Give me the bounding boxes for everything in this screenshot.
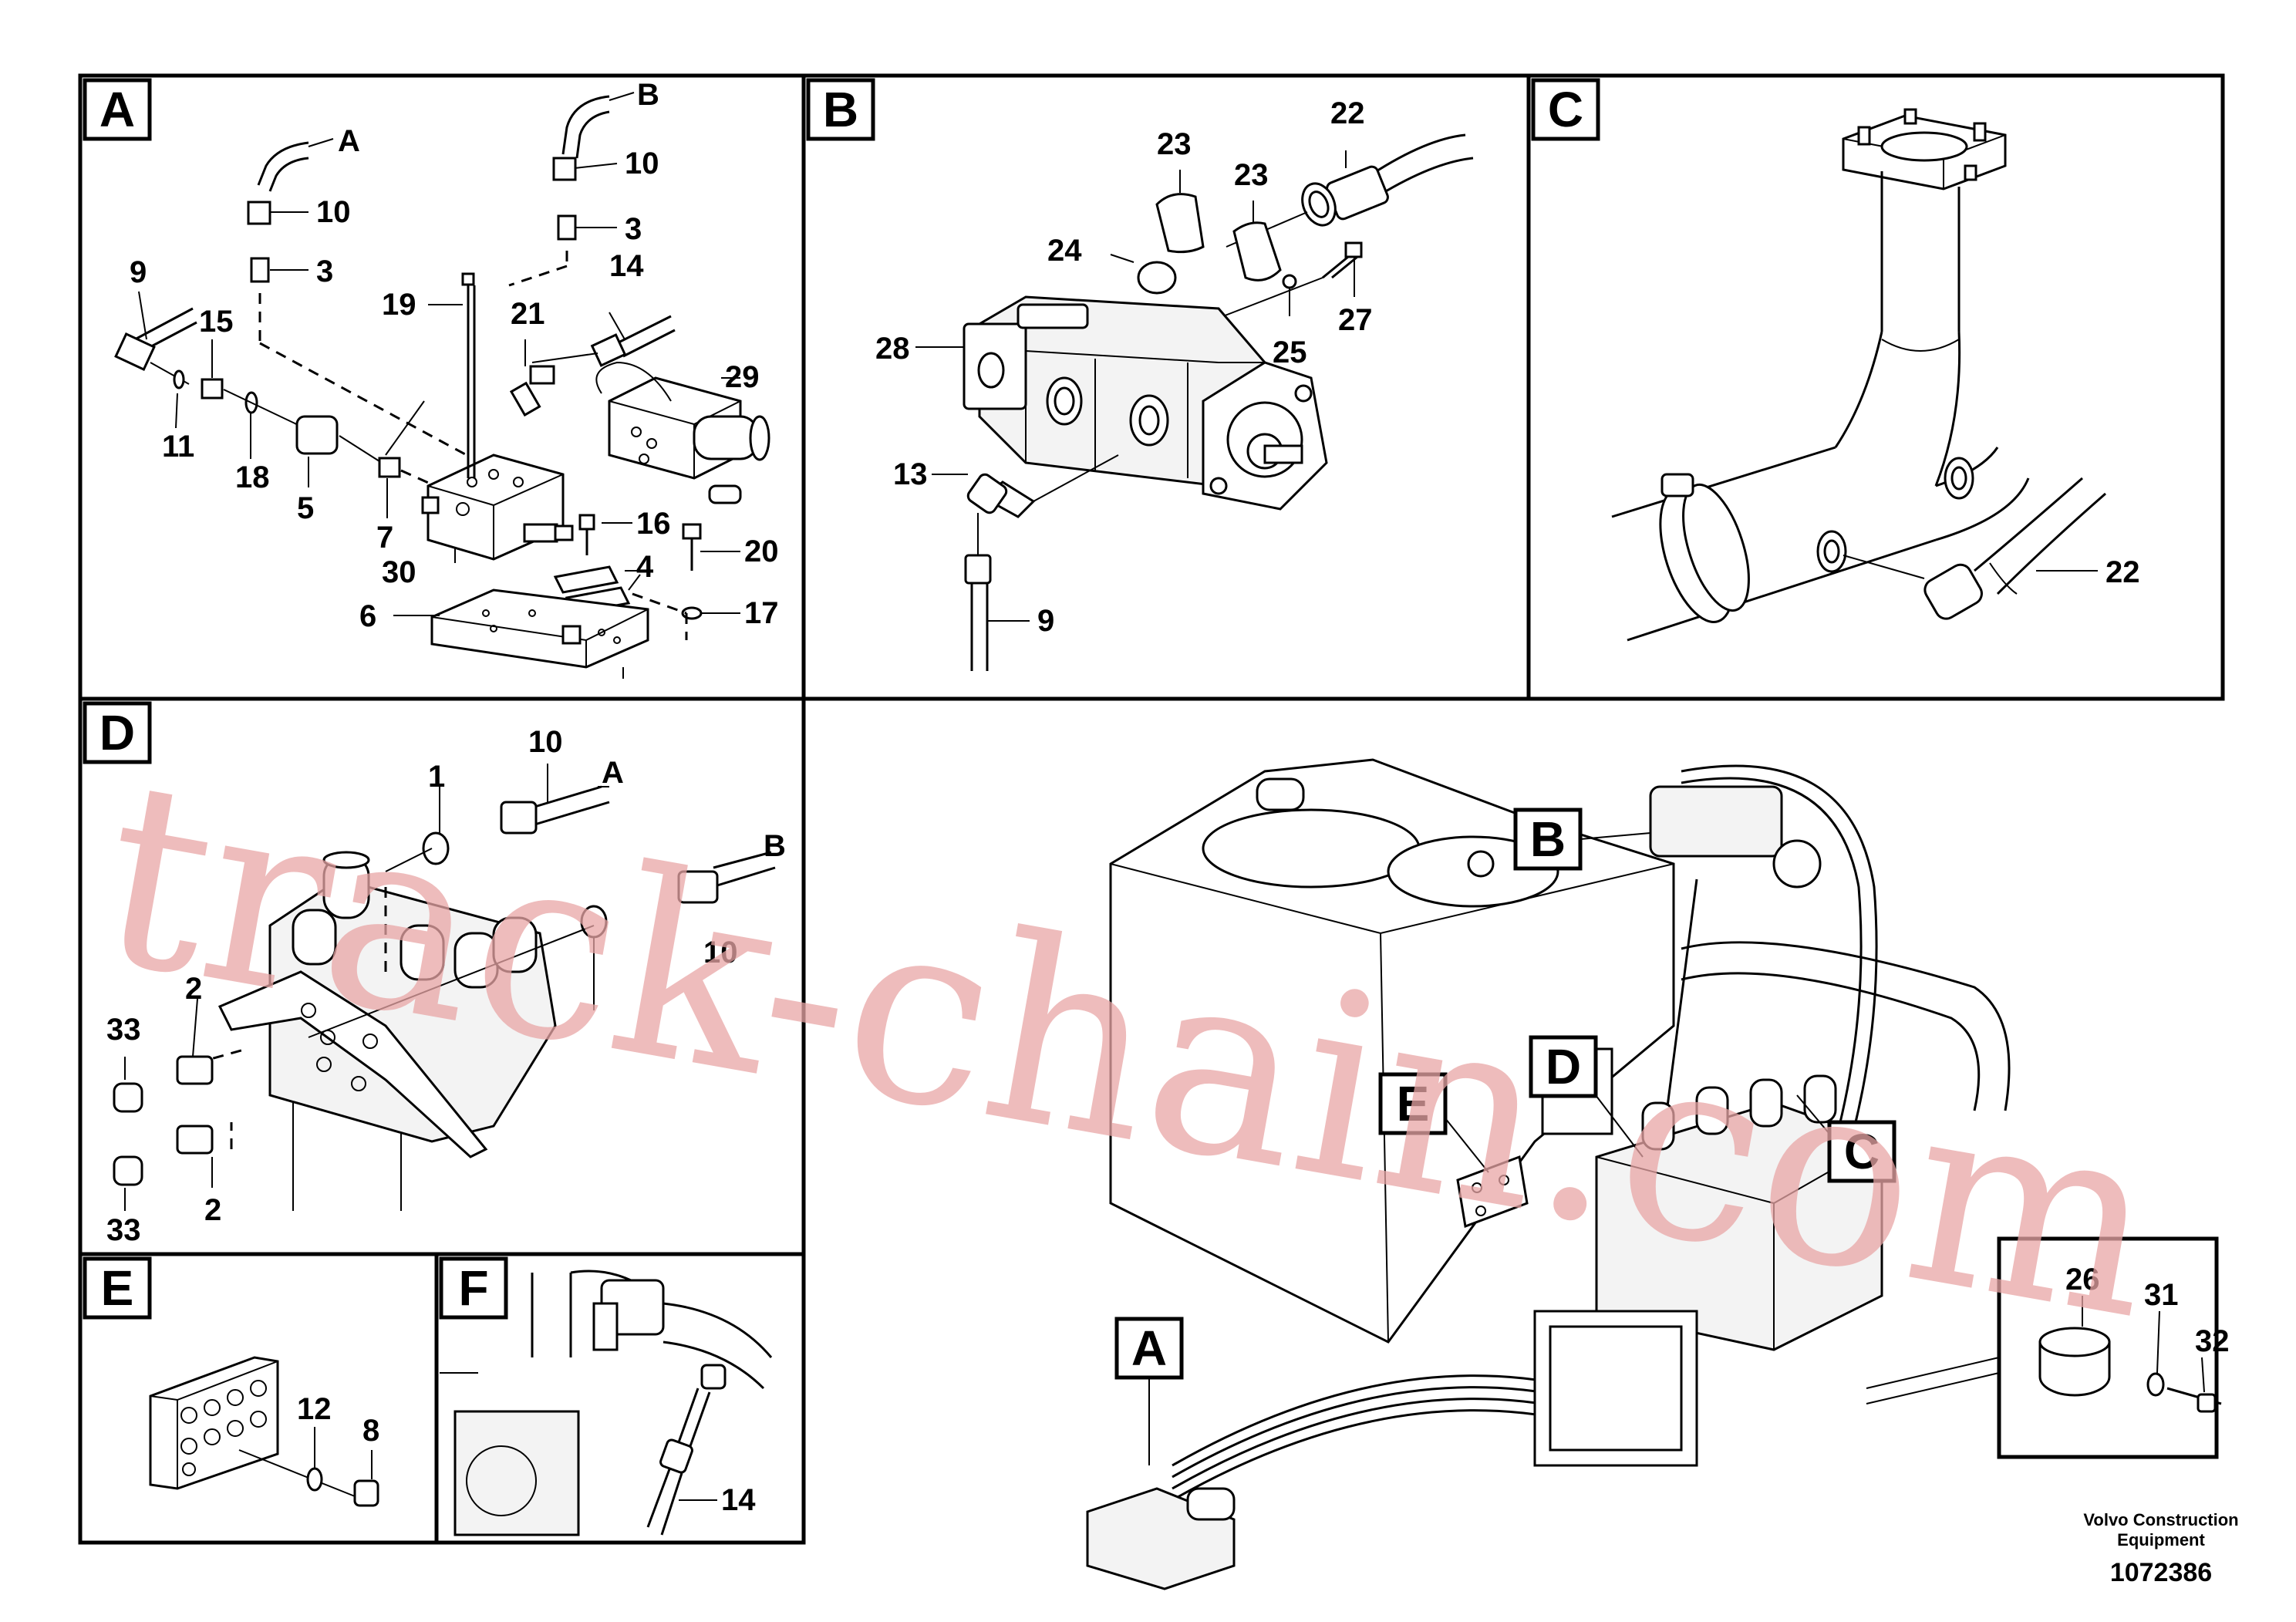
svg-text:A: A [99,82,135,137]
svg-text:C: C [1844,1124,1880,1179]
svg-text:B: B [823,82,858,137]
panel-d-labels: 10 1 10 2 33 2 33 [106,725,738,1247]
svg-text:26: 26 [2065,1263,2100,1297]
panel-e-letter: E [83,1256,152,1320]
svg-text:24: 24 [1047,234,1082,268]
svg-text:A: A [1131,1320,1167,1376]
svg-text:22: 22 [1330,96,1365,130]
svg-text:23: 23 [1157,127,1192,161]
panel-d-letter: D [83,701,152,764]
svg-text:1: 1 [428,760,445,794]
svg-text:2: 2 [185,972,202,1006]
panel-f-letter: F [439,1256,508,1320]
svg-text:14: 14 [609,249,644,283]
svg-text:10: 10 [703,936,738,969]
svg-text:8: 8 [362,1414,379,1448]
svg-text:9: 9 [130,255,147,289]
panel-b-drawing [915,133,1474,671]
svg-text:20: 20 [744,534,779,568]
svg-text:25: 25 [1273,336,1307,369]
panel-a-letter: A [83,78,152,141]
panel-e-drawing [149,1356,379,1507]
main-callout-e: E [1378,1072,1489,1173]
svg-text:C: C [1548,82,1583,137]
svg-text:E: E [1397,1076,1430,1131]
inset-detail: 26 31 32 [1866,1236,2230,1459]
panel-c-letter: C [1531,78,1600,141]
panel-c-labels: 22 [2106,555,2140,589]
company-name-line2: Equipment [2117,1530,2205,1549]
svg-text:13: 13 [893,457,928,491]
svg-text:16: 16 [636,507,671,541]
main-assembly-drawing [1086,758,2011,1590]
svg-text:6: 6 [359,599,376,633]
panel-c-drawing [1611,108,2106,642]
svg-text:29: 29 [725,360,760,394]
drawing-number: 1072386 [2110,1558,2212,1587]
svg-text:D: D [1546,1039,1581,1094]
svg-text:A: A [602,756,624,790]
svg-text:F: F [458,1260,488,1316]
panel-d-drawing: A B [113,756,786,1211]
footer-block: Volvo Construction Equipment 1072386 [2083,1510,2238,1587]
svg-text:11: 11 [162,430,194,464]
svg-text:18: 18 [235,460,270,494]
main-callout-b: B [1513,808,1651,871]
panel-f-labels: 14 [721,1483,756,1517]
svg-text:17: 17 [744,596,779,630]
svg-text:15: 15 [199,305,234,339]
panel-frames [78,73,2225,1545]
panel-b-labels: 23 22 23 24 27 25 28 13 9 [875,96,1373,638]
svg-text:33: 33 [106,1213,141,1247]
panel-a-labels: 10 3 10 3 9 15 11 18 5 7 19 21 14 29 16 … [130,147,779,633]
svg-text:19: 19 [382,288,416,322]
svg-text:A: A [338,124,360,158]
svg-text:9: 9 [1037,604,1054,638]
svg-text:B: B [1530,811,1566,867]
svg-text:27: 27 [1338,303,1373,337]
company-name-line1: Volvo Construction [2083,1510,2238,1529]
svg-text:33: 33 [106,1013,141,1047]
svg-text:30: 30 [382,555,416,589]
svg-text:14: 14 [721,1483,756,1517]
panel-e-labels: 12 8 [297,1392,379,1448]
svg-text:2: 2 [204,1193,221,1227]
svg-text:4: 4 [636,550,654,584]
svg-text:10: 10 [625,147,659,180]
svg-text:3: 3 [625,212,642,246]
svg-text:B: B [637,78,659,112]
svg-text:10: 10 [316,195,351,229]
svg-text:32: 32 [2195,1324,2230,1358]
main-callout-a: A [1114,1317,1184,1465]
svg-text:3: 3 [316,255,333,288]
svg-text:B: B [764,829,786,863]
panel-b-letter: B [806,78,875,141]
panel-a-drawing: A B [114,78,770,679]
main-callout-c: C [1796,1094,1896,1183]
svg-text:22: 22 [2106,555,2140,589]
svg-text:31: 31 [2144,1278,2179,1312]
svg-text:12: 12 [297,1392,332,1426]
svg-text:28: 28 [875,332,910,366]
svg-text:10: 10 [528,725,563,759]
watermark: track-chain.com [82,724,2177,1376]
panel-f-drawing [440,1270,773,1536]
main-callout-d: D [1529,1035,1644,1158]
svg-text:21: 21 [511,297,545,331]
svg-text:23: 23 [1234,158,1269,192]
svg-text:7: 7 [376,521,393,555]
svg-text:E: E [101,1260,134,1316]
svg-text:D: D [99,705,135,760]
svg-text:5: 5 [297,491,314,525]
